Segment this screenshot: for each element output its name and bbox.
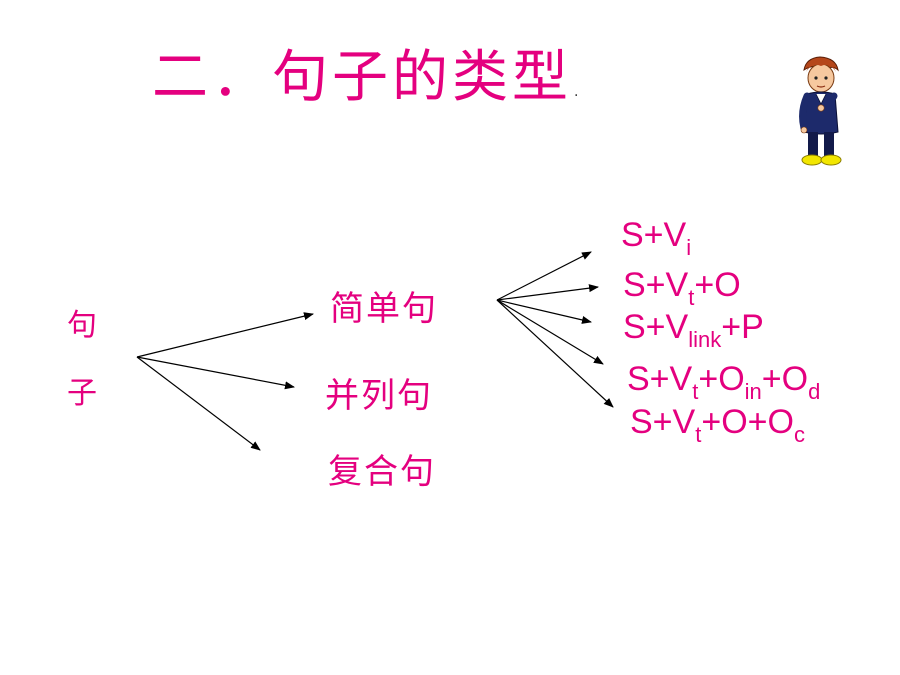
pattern-svto: S+Vt+O bbox=[623, 266, 741, 309]
pattern-text: +P bbox=[721, 308, 764, 346]
pattern-subscript: t bbox=[688, 285, 695, 310]
pattern-text: +O bbox=[694, 266, 741, 304]
arrow-simple-to-svto bbox=[496, 284, 599, 301]
pattern-svtooc: S+Vt+O+Oc bbox=[630, 403, 805, 446]
cartoon-boy-icon bbox=[799, 56, 842, 166]
category-complex-sentence: 复合句 bbox=[328, 452, 436, 492]
pattern-subscript: t bbox=[692, 379, 699, 404]
pattern-subscript: t bbox=[695, 422, 702, 447]
arrow-simple-to-svtoo bbox=[496, 299, 604, 365]
arrow-simple-to-svtooc bbox=[496, 299, 614, 408]
root-node: 句 子 bbox=[62, 292, 102, 428]
pattern-subscript: c bbox=[793, 422, 805, 447]
pattern-text: S+V bbox=[627, 360, 693, 398]
title-dot: . bbox=[574, 84, 583, 100]
arrow-root-to-compound bbox=[136, 356, 295, 390]
pattern-text: S+V bbox=[630, 403, 696, 441]
pattern-text: S+V bbox=[623, 266, 689, 304]
slide-title-text: 二．句子的类型 bbox=[152, 45, 572, 110]
pattern-subscript: link bbox=[688, 327, 722, 352]
pattern-subscript: i bbox=[686, 235, 692, 260]
pattern-subscript: d bbox=[808, 379, 821, 404]
pattern-svtoo: S+Vt+Oin+Od bbox=[627, 360, 820, 403]
pattern-text: +O bbox=[698, 360, 745, 398]
pattern-text: S+V bbox=[621, 216, 687, 254]
pattern-text: +O+O bbox=[701, 403, 794, 441]
category-compound-sentence: 并列句 bbox=[325, 376, 433, 416]
pattern-svlinkp: S+Vlink+P bbox=[623, 308, 764, 351]
arrow-simple-to-svi bbox=[496, 251, 592, 301]
slide-title: 二．句子的类型. bbox=[152, 50, 582, 106]
arrow-root-to-complex bbox=[136, 356, 261, 451]
root-char: 子 bbox=[67, 376, 97, 411]
pattern-text: S+V bbox=[623, 308, 689, 346]
pattern-text: +O bbox=[761, 360, 809, 398]
pattern-svi: S+Vi bbox=[621, 216, 691, 259]
pattern-subscript: in bbox=[744, 379, 762, 404]
arrow-root-to-simple bbox=[136, 312, 314, 358]
category-simple-sentence: 简单句 bbox=[330, 289, 438, 329]
root-char: 句 bbox=[67, 308, 97, 343]
arrow-simple-to-svlinkp bbox=[496, 299, 592, 324]
